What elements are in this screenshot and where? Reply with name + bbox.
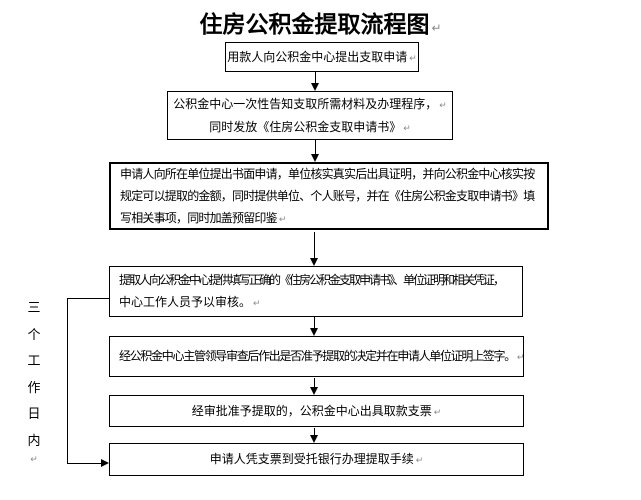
- side-label-duration: 三 个 工 作 日 内 ↵: [25, 295, 43, 464]
- step-text-line: 申请人凭支票到受托银行办理提取手续↵: [110, 448, 523, 471]
- step-text-line: 用款人向公积金中心提出支取申请↵: [226, 46, 418, 69]
- step-text: 用款人向公积金中心提出支取申请: [227, 49, 408, 64]
- step-text: 写相关事项，同时加盖预留印鉴: [120, 210, 278, 225]
- side-label-char: 个: [27, 326, 41, 342]
- flow-step-1: 用款人向公积金中心提出支取申请↵: [225, 42, 419, 72]
- step-text-line: 写相关事项，同时加盖预留印鉴↵: [111, 207, 547, 230]
- bracket-vertical-line: [67, 298, 68, 464]
- step-text: 申请人向所在单位提出书面申请，单位核实真实后出具证明，并向公积金中心核实按: [120, 166, 535, 181]
- step-text-line: 同时发放《住房公积金支取申请书》↵: [168, 116, 452, 139]
- page-title: 住房公积金提取流程图↵: [0, 5, 641, 39]
- arrow-down-icon: [310, 428, 319, 443]
- arrow-down-icon: [310, 232, 319, 266]
- arrow-down-icon: [310, 317, 319, 336]
- flow-step-4: 提取人向公积金中心提供填写正确的《住房公积金支取申请书》、单位证明和相关凭证， …: [109, 266, 523, 317]
- step-text: 公积金中心一次性告知支取所需材料及办理程序，: [173, 96, 438, 111]
- flow-step-3: 申请人向所在单位提出书面申请，单位核实真实后出具证明，并向公积金中心核实按 规定…: [109, 162, 549, 230]
- step-text: 规定可以提取的金额，同时提供单位、个人账号，并在《住房公积金支取申请书》填: [120, 188, 535, 203]
- step-text: 同时发放《住房公积金支取申请书》: [209, 119, 402, 134]
- side-label-char: 作: [27, 379, 41, 395]
- step-text: 申请人凭支票到受托银行办理提取手续: [209, 452, 414, 466]
- arrow-down-icon: [311, 140, 320, 162]
- step-text-line: 中心工作人员予以审核。↵: [110, 291, 522, 314]
- paragraph-mark: ↵: [433, 406, 442, 417]
- step-text: 经审批准予提取的，公积金中心出具取款支票: [191, 403, 432, 418]
- paragraph-mark: ↵: [403, 122, 411, 133]
- step-text: 经公积金中心主管领导审查后作出是否准予提取的决定并在申请人单位证明上签字。: [119, 349, 516, 363]
- side-label-char: 内: [27, 432, 41, 448]
- paragraph-mark: ↵: [30, 454, 38, 464]
- paragraph-mark: ↵: [278, 213, 287, 224]
- paragraph-mark: ↵: [253, 298, 261, 308]
- arrow-down-icon: [311, 72, 320, 91]
- arrow-down-icon: [310, 378, 319, 395]
- paragraph-mark: ↵: [415, 455, 424, 465]
- step-text: 提取人向公积金中心提供填写正确的《住房公积金支取申请书》、单位证明和相关凭证，: [119, 273, 505, 287]
- step-text-line: 经审批准予提取的，公积金中心出具取款支票↵: [110, 400, 523, 423]
- side-label-char: 日: [27, 406, 41, 421]
- flow-step-5: 经公积金中心主管领导审查后作出是否准予提取的决定并在申请人单位证明上签字。↵: [109, 336, 525, 377]
- side-label-char: 工: [27, 353, 41, 368]
- flow-step-2: 公积金中心一次性告知支取所需材料及办理程序，↵ 同时发放《住房公积金支取申请书》…: [167, 91, 453, 140]
- step-text-line: 申请人向所在单位提出书面申请，单位核实真实后出具证明，并向公积金中心核实按: [111, 163, 547, 185]
- step-text-line: 经公积金中心主管领导审查后作出是否准予提取的决定并在申请人单位证明上签字。↵: [110, 345, 525, 368]
- paragraph-mark: ↵: [439, 99, 447, 110]
- page-title-text: 住房公积金提取流程图: [199, 11, 430, 37]
- step-text-line: 公积金中心一次性告知支取所需材料及办理程序，↵: [168, 93, 452, 116]
- step-text-line: 规定可以提取的金额，同时提供单位、个人账号，并在《住房公积金支取申请书》填: [111, 185, 547, 207]
- side-label-char: 三: [27, 300, 41, 315]
- step-text: 中心工作人员予以审核。: [119, 295, 252, 309]
- bracket-bottom-line: [67, 463, 103, 464]
- step-text-line: 提取人向公积金中心提供填写正确的《住房公积金支取申请书》、单位证明和相关凭证，: [110, 269, 522, 291]
- arrow-right-icon: [101, 459, 109, 467]
- flow-step-7: 申请人凭支票到受托银行办理提取手续↵: [109, 443, 524, 476]
- paragraph-mark: ↵: [431, 21, 442, 35]
- paragraph-mark: ↵: [409, 52, 417, 63]
- flow-step-6: 经审批准予提取的，公积金中心出具取款支票↵: [109, 395, 524, 427]
- paragraph-mark: ↵: [516, 352, 525, 362]
- bracket-top-line: [67, 298, 109, 299]
